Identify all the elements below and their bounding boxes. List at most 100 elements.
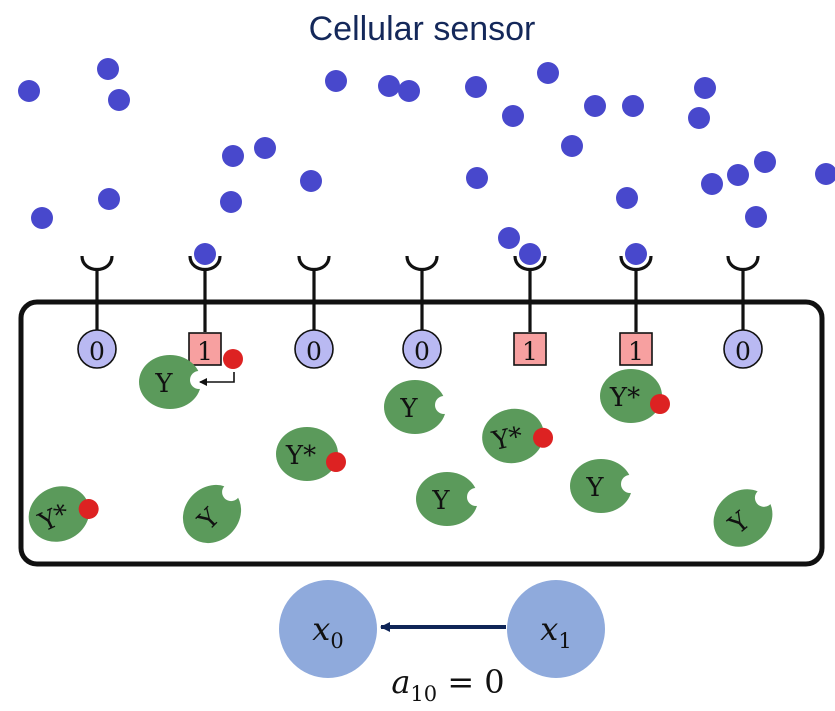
ligand-dot: [727, 164, 749, 186]
ligand-dot: [537, 62, 559, 84]
protein-body: [482, 408, 544, 464]
ligand-dot: [502, 105, 524, 127]
protein-body: [276, 427, 338, 481]
ligand-dot: [616, 187, 638, 209]
ligand-dot: [466, 167, 488, 189]
protein-y-active: Y*: [28, 486, 99, 542]
ligand-molecules: [18, 58, 835, 249]
ligand-dot: [98, 188, 120, 210]
receptor-state-label: 1: [628, 337, 644, 366]
receptor-state-label: 0: [414, 337, 430, 366]
node-x0-label: x0: [312, 610, 343, 653]
ligand-dot: [561, 135, 583, 157]
edge-weight-label: a10 = 0: [391, 663, 504, 706]
protein-label: Y*: [285, 441, 316, 471]
diagram-title: Cellular sensor: [309, 10, 536, 48]
receptor: 0: [402, 255, 442, 369]
ligand-dot: [300, 170, 322, 192]
phosphate-group: [650, 394, 670, 414]
ligand-dot: [31, 207, 53, 229]
ligand-dot: [18, 80, 40, 102]
binding-notch: [222, 483, 241, 502]
receptor-row: 0 1 0 0 1 1 0: [77, 243, 763, 369]
protein-y: Y: [416, 472, 485, 526]
phosphate-group: [78, 498, 99, 519]
node-x0: [279, 580, 377, 678]
receptor-state-label: 1: [197, 337, 213, 366]
protein-body: [28, 486, 90, 542]
receptor-cup: [188, 255, 222, 271]
ligand-dot: [622, 95, 644, 117]
ligand-dot: [97, 58, 119, 80]
ligand-dot: [701, 173, 723, 195]
bound-ligand: [519, 243, 541, 265]
binding-notch: [467, 488, 485, 506]
receptor-state-on: [513, 332, 547, 366]
protein-body: [384, 380, 446, 434]
free-phosphate: [223, 349, 243, 369]
receptor-cup: [297, 255, 331, 271]
ligand-dot: [222, 145, 244, 167]
protein-y-active: Y*: [482, 408, 554, 464]
protein-body: [600, 369, 662, 423]
protein-label: Y: [154, 369, 173, 399]
receptor-cup: [405, 255, 439, 271]
receptor: 0: [723, 255, 763, 369]
ligand-dot: [108, 89, 130, 111]
receptor-cup: [513, 255, 547, 271]
node-x1-label: x1: [540, 610, 571, 653]
ligand-dot: [254, 137, 276, 159]
binding-notch: [190, 371, 208, 389]
receptor-cup: [619, 255, 653, 271]
phosphorylation-arrow: [199, 372, 235, 386]
ligand-dot: [745, 206, 767, 228]
receptor-state-off: [402, 329, 442, 369]
ligand-dot: [325, 70, 347, 92]
protein-label: Y*: [609, 383, 640, 413]
receptor-state-off: [723, 329, 763, 369]
ligand-dot: [694, 77, 716, 99]
protein-label: Y: [585, 473, 604, 503]
protein-body: [416, 472, 478, 526]
protein-label: Y: [399, 394, 418, 424]
protein-y-active: Y*: [276, 427, 346, 481]
phosphate-group: [326, 452, 346, 472]
receptor-state-off: [77, 329, 117, 369]
protein-label: Y*: [489, 421, 526, 457]
protein-label: Y: [431, 486, 450, 516]
protein-y-active: Y*: [600, 369, 670, 423]
receptor-state-off: [294, 329, 334, 369]
ligand-dot: [220, 191, 242, 213]
receptor-state-on: [619, 332, 653, 366]
ligand-dot: [498, 227, 520, 249]
receptor-state-label: 1: [522, 337, 538, 366]
ligand-dot: [378, 75, 400, 97]
ligand-dot: [815, 163, 835, 185]
receptor: 0: [77, 255, 117, 369]
ligand-dot: [688, 107, 710, 129]
bound-ligand: [194, 243, 216, 265]
receptor-state-label: 0: [735, 337, 751, 366]
receptor: 0: [294, 255, 334, 369]
node-x1: [507, 580, 605, 678]
receptor-state-label: 0: [89, 337, 105, 366]
binding-notch: [621, 475, 639, 493]
phosphate-group: [533, 427, 554, 448]
protein-y: Y: [570, 459, 639, 513]
protein-y: Y: [182, 483, 242, 544]
protein-body: [570, 459, 632, 513]
receptor-state-on: [188, 332, 222, 366]
receptor: 1: [513, 243, 547, 366]
ligand-dot: [584, 95, 606, 117]
receptor-cup: [726, 255, 760, 271]
receptor: 1: [188, 243, 222, 366]
ligand-dot: [754, 151, 776, 173]
ligand-dot: [465, 76, 487, 98]
bound-ligand: [625, 243, 647, 265]
receptor-state-label: 0: [306, 337, 322, 366]
ligand-dot: [398, 80, 420, 102]
receptor: 1: [619, 243, 653, 366]
binding-notch: [754, 488, 773, 507]
